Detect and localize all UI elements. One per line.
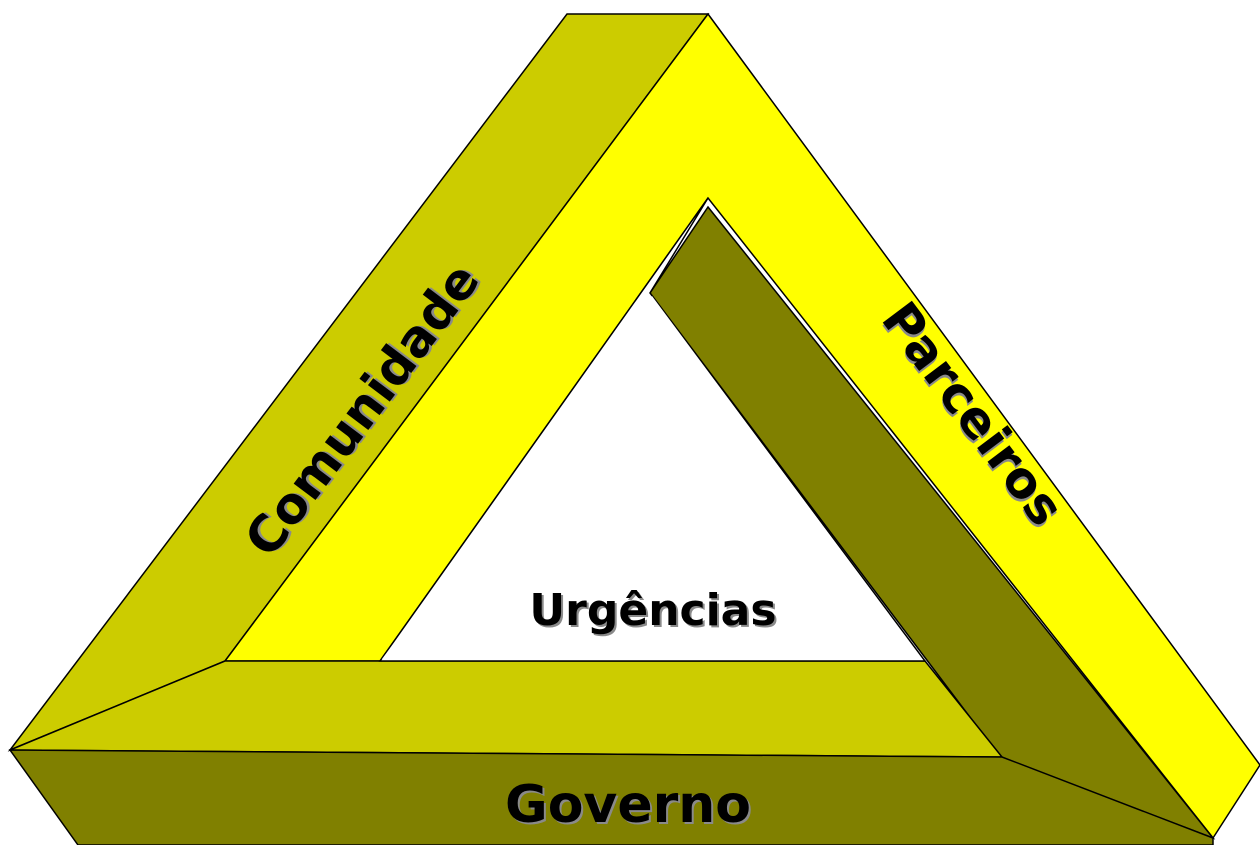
center-label: Urgências	[529, 585, 776, 636]
center-white-fill	[382, 296, 922, 659]
bottom-front-face	[8, 749, 1214, 845]
center-label-shadow: Urgências	[531, 587, 778, 638]
bottom-label-shadow: Governo	[507, 777, 753, 837]
bottom-label: Governo	[505, 775, 751, 835]
